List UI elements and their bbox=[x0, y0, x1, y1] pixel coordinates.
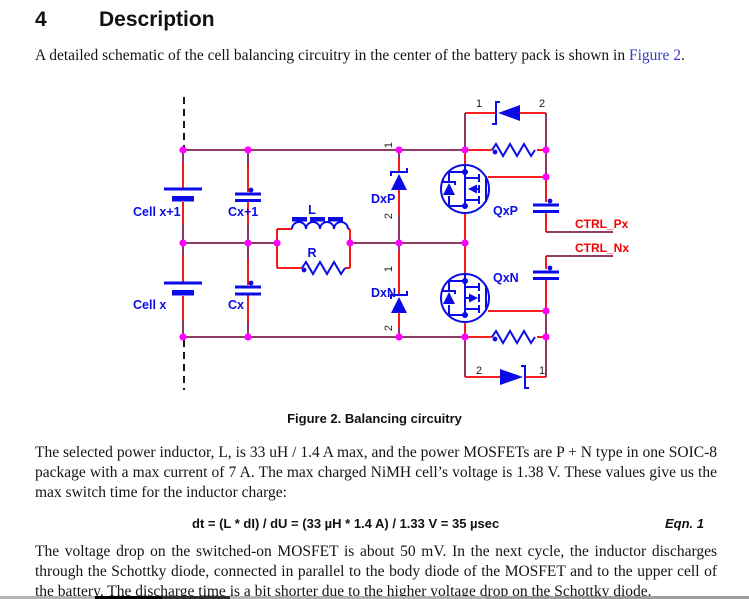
mosfet-qxn bbox=[440, 273, 490, 323]
divider-segment bbox=[95, 596, 162, 599]
intro-text-end: . bbox=[681, 47, 685, 64]
schottky-diode-dxn bbox=[390, 291, 408, 313]
net-label-ctrl-px: CTRL_Px bbox=[575, 217, 629, 231]
resistor-r bbox=[301, 260, 346, 276]
gate-capacitor-nx bbox=[533, 265, 559, 280]
inductor-l bbox=[291, 217, 349, 230]
divider-segment bbox=[162, 596, 230, 599]
junction-dots bbox=[179, 146, 550, 341]
figure-caption: Figure 2. Balancing circuitry bbox=[287, 411, 462, 426]
equation-1: dt = (L * dI) / dU = (33 µH * 1.4 A) / 1… bbox=[192, 516, 500, 531]
mosfet-qxp bbox=[440, 164, 490, 214]
wire-rails bbox=[182, 113, 613, 377]
label-dxp: DxP bbox=[371, 192, 395, 206]
label-cell-upper: Cell x+1 bbox=[133, 205, 181, 219]
pin-number: 1 bbox=[476, 98, 482, 110]
section-number: 4 bbox=[35, 8, 47, 31]
net-label-ctrl-nx: CTRL_Nx bbox=[575, 241, 629, 255]
schottky-diode-top-right bbox=[492, 101, 520, 125]
section-heading: 4 Description bbox=[35, 8, 215, 32]
pin-number: 2 bbox=[476, 365, 482, 377]
label-qxn: QxN bbox=[493, 271, 519, 285]
schottky-diode-dxp bbox=[390, 168, 408, 190]
pin-number: 2 bbox=[383, 213, 395, 219]
label-inductor: L bbox=[308, 203, 316, 217]
divider-segment bbox=[485, 596, 749, 599]
body-paragraph-3: The voltage drop on the switched-on MOSF… bbox=[35, 543, 717, 599]
intro-paragraph: A detailed schematic of the cell balanci… bbox=[35, 46, 717, 66]
pin-number: 1 bbox=[383, 142, 395, 148]
pin-number: 2 bbox=[383, 325, 395, 331]
gate-resistor-bottom bbox=[491, 329, 536, 345]
pin-number: 1 bbox=[383, 266, 395, 272]
page-bottom-divider bbox=[0, 596, 749, 599]
battery-cell-lower bbox=[164, 281, 202, 296]
wire-pins bbox=[182, 112, 547, 378]
balancing-circuit-schematic: Cell x+1 Cx+1 Cell x Cx L R DxP DxN QxP … bbox=[133, 97, 629, 390]
section-title: Description bbox=[99, 8, 215, 31]
figure-2-link[interactable]: Figure 2 bbox=[628, 47, 682, 64]
gate-capacitor-px bbox=[533, 198, 559, 213]
label-qxp: QxP bbox=[493, 204, 518, 218]
label-dxn: DxN bbox=[371, 286, 396, 300]
label-cap-upper: Cx+1 bbox=[228, 205, 258, 219]
battery-cell-upper bbox=[164, 187, 202, 202]
pin-number: 1 bbox=[539, 365, 545, 377]
schottky-diode-bottom-right bbox=[500, 365, 529, 389]
body-paragraph-2: The selected power inductor, L, is 33 uH… bbox=[35, 444, 717, 501]
equation-1-tag: Eqn. 1 bbox=[665, 516, 705, 531]
capacitor-cx-upper bbox=[235, 187, 261, 202]
pin-number: 2 bbox=[539, 98, 545, 110]
label-resistor: R bbox=[307, 246, 316, 260]
capacitor-cx-lower bbox=[235, 280, 261, 296]
label-cap-lower: Cx bbox=[228, 298, 244, 312]
label-cell-lower: Cell x bbox=[133, 298, 166, 312]
intro-text: A detailed schematic of the cell balanci… bbox=[35, 47, 629, 64]
gate-resistor-top bbox=[491, 142, 536, 158]
